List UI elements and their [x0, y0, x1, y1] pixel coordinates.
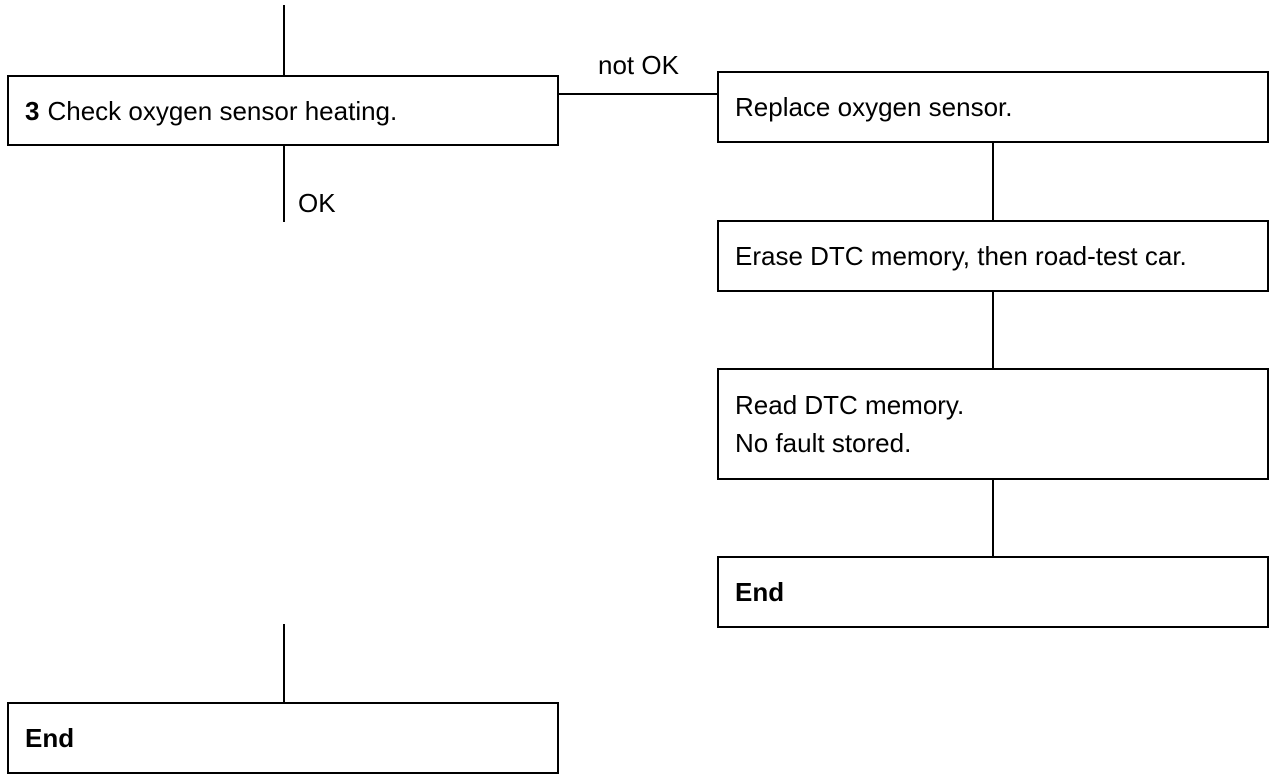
connector-step3-ok-down: [283, 144, 285, 222]
edge-label-ok: OK: [298, 188, 336, 218]
connector-erase-to-read: [992, 290, 994, 370]
connector-to-left-end: [283, 624, 285, 704]
step3-label: Check oxygen sensor heating.: [47, 95, 398, 126]
erase-dtc-box: Erase DTC memory, then road-test car.: [717, 220, 1269, 292]
connector-read-to-end: [992, 478, 994, 558]
edge-label-not-ok: not OK: [598, 50, 679, 80]
read-dtc-box: Read DTC memory. No fault stored.: [717, 368, 1269, 480]
step-number: 3: [25, 95, 40, 126]
read-dtc-line2: No fault stored.: [735, 428, 912, 458]
connector-replace-to-erase: [992, 142, 994, 222]
replace-sensor-label: Replace oxygen sensor.: [735, 92, 1013, 122]
erase-dtc-label: Erase DTC memory, then road-test car.: [735, 241, 1187, 271]
connector-step3-to-replace: [557, 93, 719, 95]
read-dtc-line1: Read DTC memory.: [735, 390, 965, 420]
connector-top-to-step3: [283, 5, 285, 77]
end-label-right: End: [735, 577, 785, 607]
end-box-right: End: [717, 556, 1269, 628]
end-box-left: End: [7, 702, 559, 774]
replace-sensor-box: Replace oxygen sensor.: [717, 71, 1269, 143]
end-label-left: End: [25, 723, 75, 753]
